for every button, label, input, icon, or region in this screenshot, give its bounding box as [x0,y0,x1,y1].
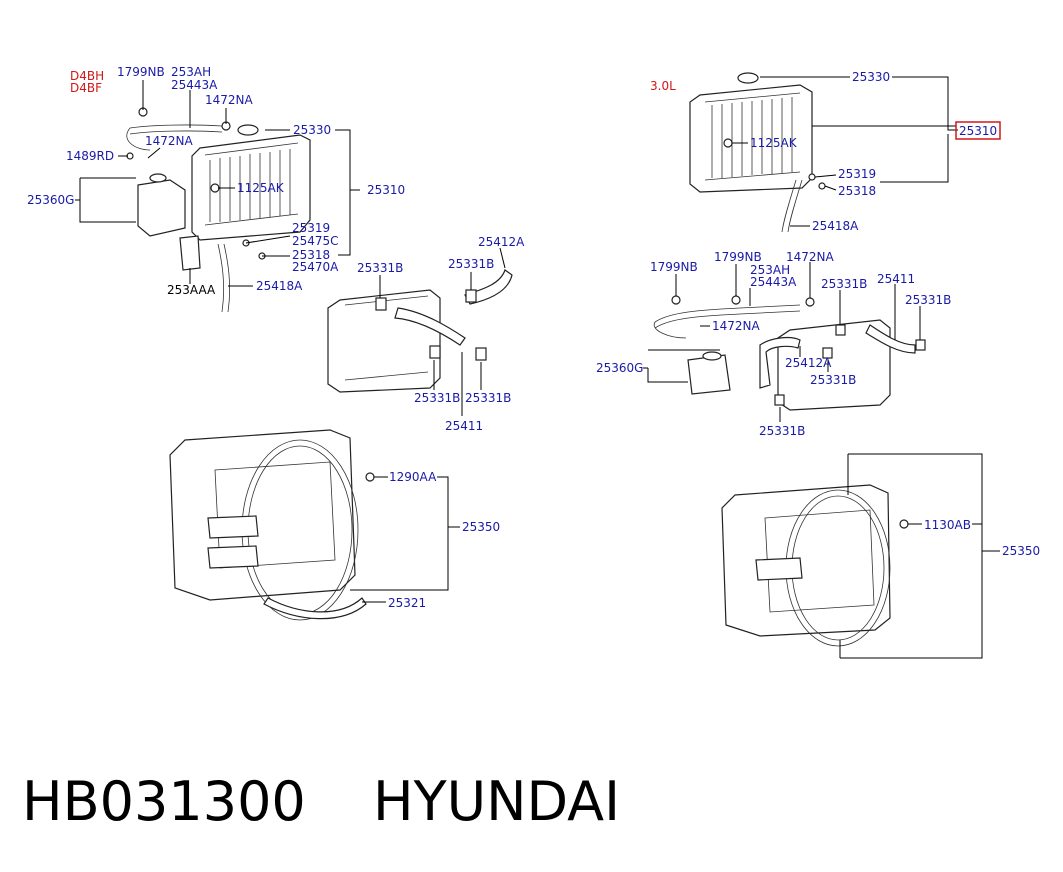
left-radiator-leaders [75,80,360,287]
part-label-25411[interactable]: 25411 [877,272,915,286]
part-label-25318[interactable]: 25318 [292,248,330,262]
highlight-box [955,121,1001,140]
part-label-25310[interactable]: 25310 [367,183,405,197]
left-hose-leaders [379,247,506,416]
part-label-25418a[interactable]: 25418A [812,219,859,233]
part-label-25331b-a[interactable]: 25331B [821,277,867,291]
part-label-1125ak[interactable]: 1125AK [750,136,798,150]
engine-code-3-0l: 3.0L [650,79,676,93]
part-label-1799nb-b[interactable]: 1799NB [714,250,762,264]
part-label-25331b-d[interactable]: 25331B [759,424,805,438]
part-label-25331b-d[interactable]: 25331B [465,391,511,405]
part-label-25319[interactable]: 25319 [838,167,876,181]
part-label-25331b-b[interactable]: 25331B [905,293,951,307]
part-label-1799nb-a[interactable]: 1799NB [650,260,698,274]
part-label-1290aa[interactable]: 1290AA [389,470,437,484]
part-label-25330[interactable]: 25330 [293,123,331,137]
engine-code-d4bf: D4BF [70,81,102,95]
left-shroud-leaders [350,476,460,603]
part-label-25331b-c[interactable]: 25331B [414,391,460,405]
right-shroud-leaders [839,453,1000,659]
right-hose-leaders [643,262,921,422]
part-label-253ah[interactable]: 253AH [750,263,790,277]
right-hose-drawing [653,295,926,411]
part-label-25360g[interactable]: 25360G [27,193,74,207]
left-radiator-group: D4BH D4BF 1799NB 253AH 25443A 1472NA 147… [27,65,405,313]
part-label-25350[interactable]: 25350 [462,520,500,534]
part-label-25350[interactable]: 25350 [1002,544,1040,558]
left-hose-drawing [327,269,513,393]
part-label-25331b-c[interactable]: 25331B [810,373,856,387]
part-label-25321[interactable]: 25321 [388,596,426,610]
part-label-25418a[interactable]: 25418A [256,279,303,293]
left-hose-group: 25331B 25331B 25412A 25331B 25331B 25411 [327,235,525,433]
right-radiator-group: 3.0L 25330 25310 1125AK 25319 25318 2541… [650,70,1001,233]
part-label-25360g[interactable]: 25360G [596,361,643,375]
right-shroud-group: 1130AB 25350 [721,453,1040,659]
part-label-1472na-mid[interactable]: 1472NA [145,134,194,148]
part-label-25443a[interactable]: 25443A [750,275,797,289]
part-label-1472na-a[interactable]: 1472NA [786,250,835,264]
right-shroud-drawing [721,484,909,647]
footer: HB031300 HYUNDAI [22,770,620,833]
left-shroud-drawing [169,429,375,621]
part-label-1489rd[interactable]: 1489RD [66,149,114,163]
right-radiator-leaders [732,76,958,227]
part-label-25331b-a[interactable]: 25331B [357,261,403,275]
part-label-25318[interactable]: 25318 [838,184,876,198]
part-label-25412a[interactable]: 25412A [785,356,832,370]
engine-code-d4bh: D4BH [70,69,104,83]
part-label-25319[interactable]: 25319 [292,221,330,235]
left-shroud-group: 1290AA 25350 25321 [169,429,500,621]
part-label-25331b-b[interactable]: 25331B [448,257,494,271]
footer-part-number: HB031300 [22,770,306,833]
right-hose-group: 1799NB 1799NB 1472NA 253AH 25443A 25331B… [596,250,951,438]
right-radiator-drawing [689,72,826,233]
part-label-1130ab[interactable]: 1130AB [924,518,971,532]
part-label-25443a[interactable]: 25443A [171,78,218,92]
footer-brand: HYUNDAI [373,770,620,833]
part-label-1125ak[interactable]: 1125AK [237,181,285,195]
part-label-25412a[interactable]: 25412A [478,235,525,249]
part-label-253aaa[interactable]: 253AAA [167,283,216,297]
part-label-1799nb[interactable]: 1799NB [117,65,165,79]
part-label-25470a[interactable]: 25470A [292,260,339,274]
part-label-253ah[interactable]: 253AH [171,65,211,79]
part-label-25475c[interactable]: 25475C [292,234,339,248]
left-radiator-drawing [126,107,311,313]
part-label-25330[interactable]: 25330 [852,70,890,84]
part-label-25411[interactable]: 25411 [445,419,483,433]
part-label-25310-highlighted[interactable]: 25310 [959,124,997,138]
part-label-1472na[interactable]: 1472NA [205,93,254,107]
part-label-1472na-b[interactable]: 1472NA [712,319,761,333]
